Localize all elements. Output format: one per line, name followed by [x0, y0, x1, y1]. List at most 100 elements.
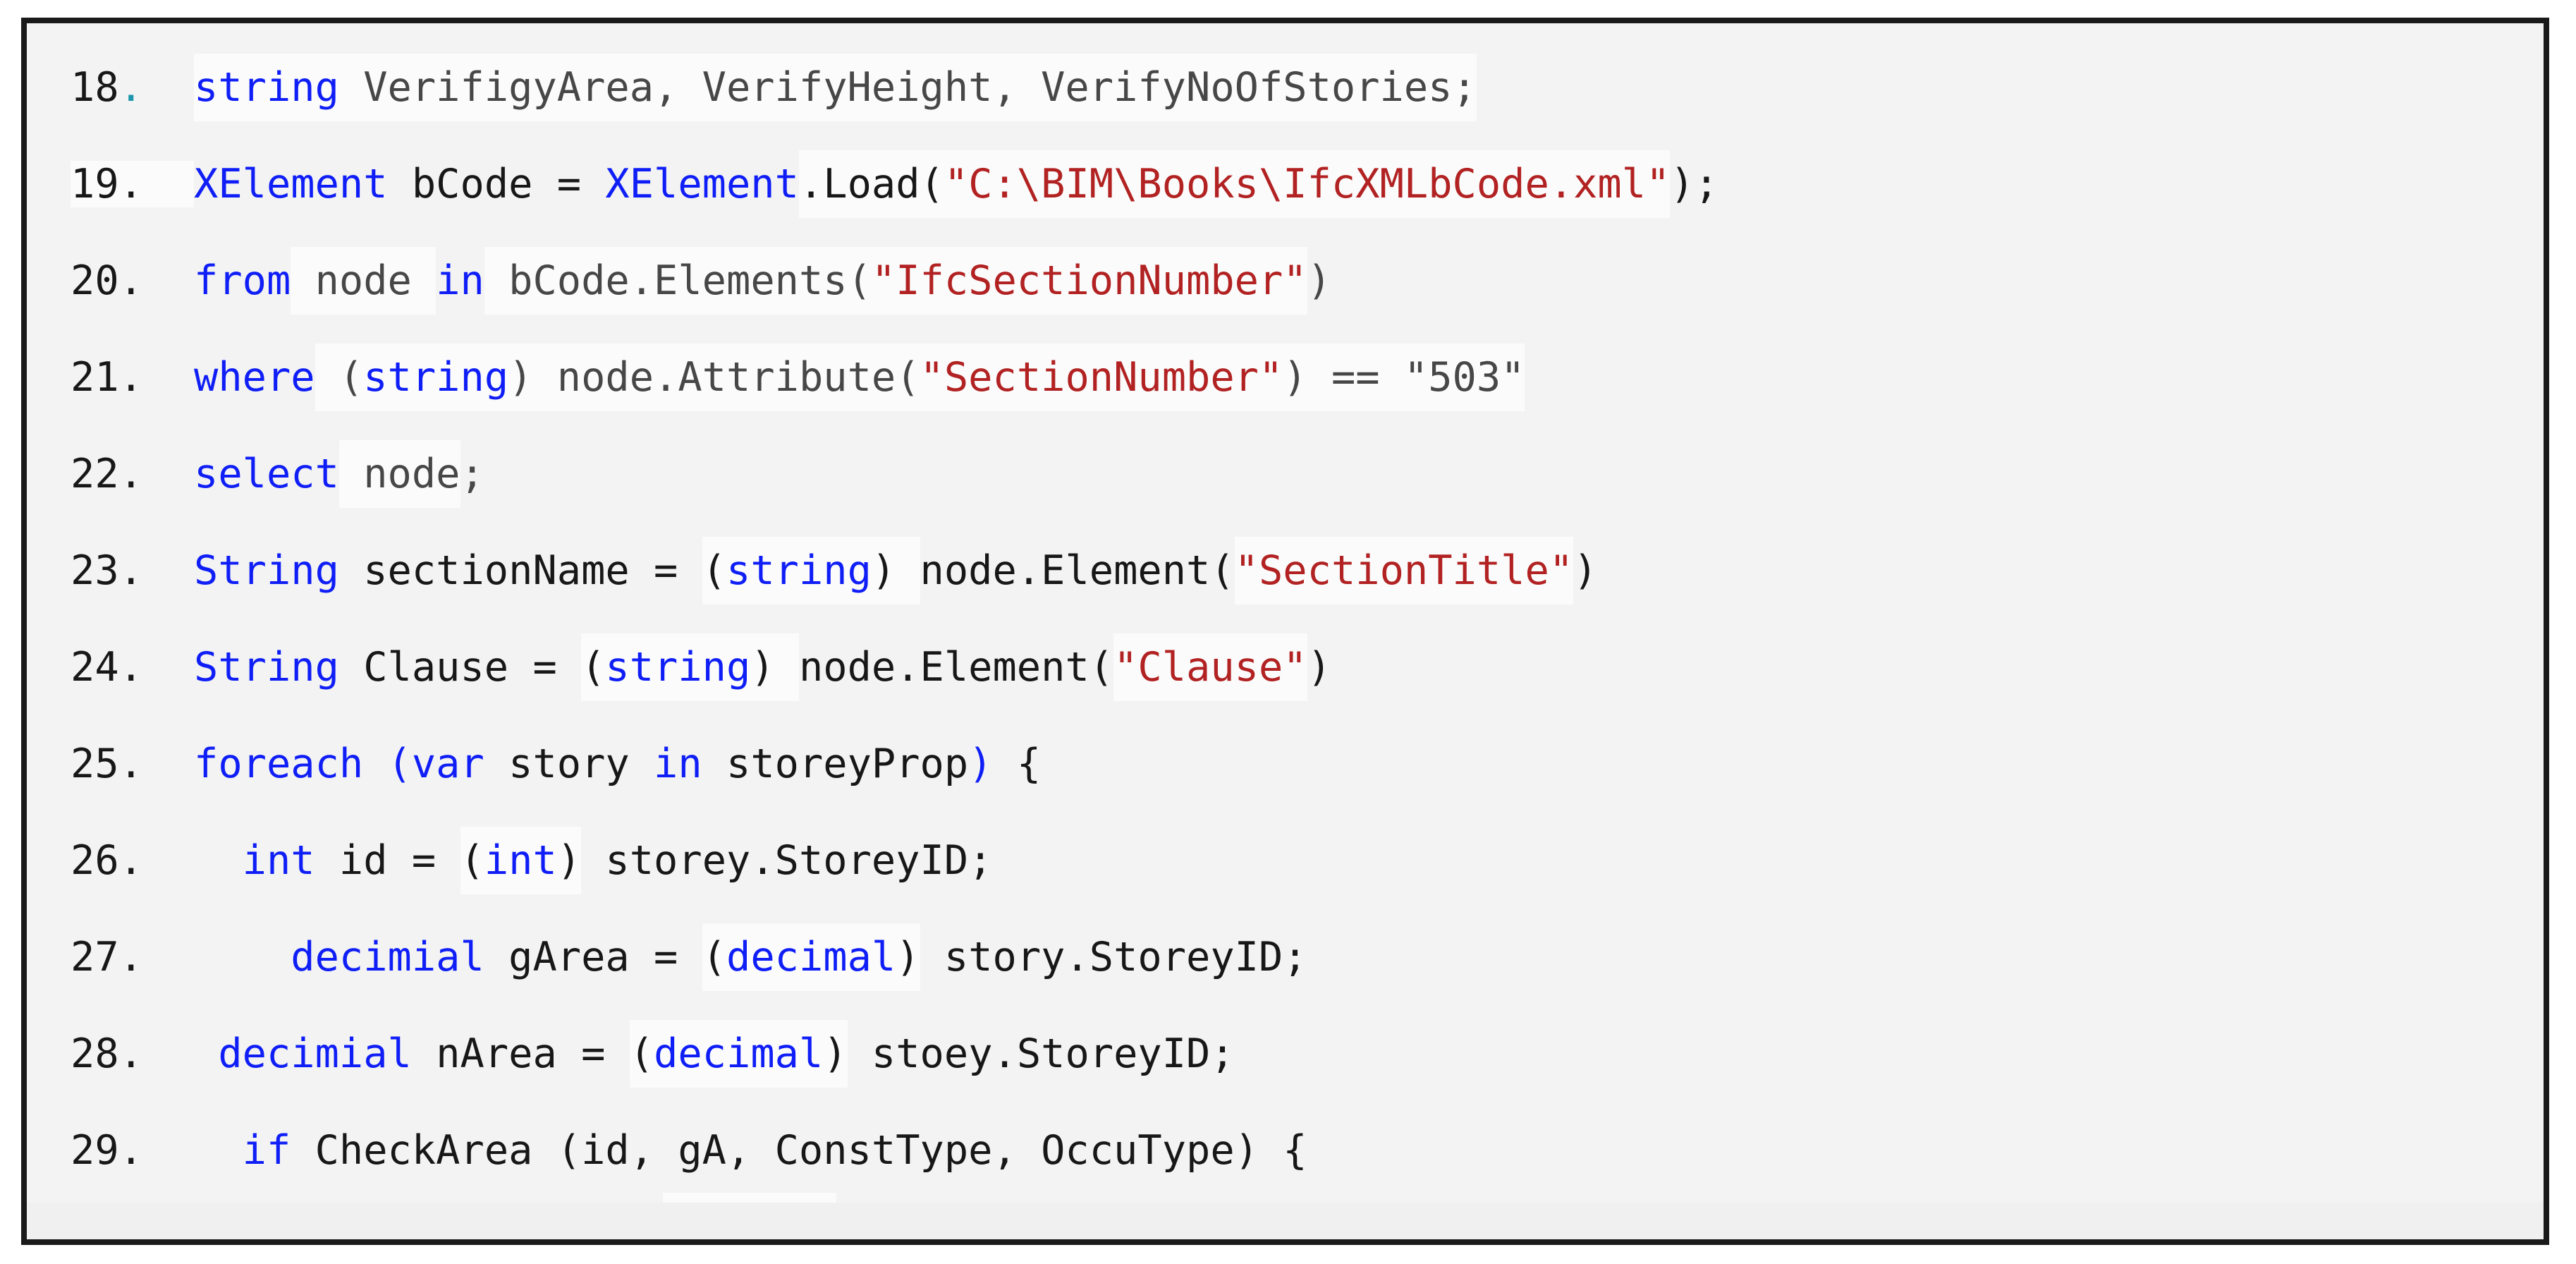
code-token: in	[654, 740, 702, 787]
code-token: (	[460, 826, 484, 894]
line-number-dot: .	[118, 257, 143, 304]
code-text: select node;	[194, 439, 484, 508]
code-token: (	[315, 343, 364, 411]
line-number-dot: .	[118, 63, 143, 111]
code-token: story.StoreyID;	[920, 933, 1307, 980]
code-token: string	[605, 633, 751, 701]
code-token: "SectionNumber"	[920, 343, 1283, 411]
code-token: nArea =	[411, 1030, 630, 1077]
line-number-dot: .	[118, 547, 143, 594]
code-line: 18. string VerifigyArea, VerifyHeight, Ve…	[27, 39, 2544, 135]
code-token: "Clause"	[1113, 633, 1307, 701]
code-token: node	[291, 246, 437, 315]
code-line: 25.foreach (var story in storeyProp) {	[27, 715, 2544, 812]
code-token: )	[823, 1019, 848, 1088]
code-token: )	[896, 923, 920, 991]
code-token: (	[702, 536, 726, 604]
code-token: node.Element(	[798, 643, 1114, 691]
line-number-dot: .	[118, 353, 143, 401]
code-token: in	[436, 257, 484, 304]
code-token: foreach	[194, 740, 364, 787]
code-token: bCode.Elements(	[484, 246, 872, 315]
code-line: 28. decimial nArea = (decimal) stoey.Sto…	[27, 1005, 2544, 1102]
line-number: 29.	[71, 1126, 143, 1174]
code-text: String Clause = (string) node.Element("C…	[194, 633, 1331, 701]
code-token: (	[702, 923, 727, 991]
line-number-dot: .	[118, 160, 143, 207]
code-token: (	[629, 1019, 654, 1088]
code-token: sectionName =	[338, 547, 702, 594]
code-line: 29. if CheckArea (id, gA, ConstType, Occ…	[27, 1102, 2544, 1198]
code-token: )	[508, 343, 557, 411]
code-token: storeyProp	[702, 740, 969, 787]
line-number-dot: .	[118, 740, 143, 787]
code-token: )	[750, 633, 799, 701]
code-token	[194, 827, 243, 894]
code-token: ) == "503"	[1283, 343, 1525, 411]
line-number: 27.	[71, 933, 143, 980]
line-number: 28.	[71, 1030, 143, 1077]
code-token: decimial	[291, 933, 484, 980]
code-text: decimial gArea = (decimal) story.StoreyI…	[194, 923, 1307, 991]
code-token: String	[194, 643, 339, 691]
code-token: from	[194, 257, 291, 304]
code-token: String	[194, 547, 339, 594]
code-text: from node in bCode.Elements("IfcSectionN…	[194, 246, 1331, 315]
code-token: "C:\BIM\Books\IfcXMLbCode.xml"	[944, 150, 1671, 218]
code-token: );	[1670, 160, 1719, 207]
code-token: XElement	[194, 160, 388, 207]
code-listing-panel: 18. string VerifigyArea, VerifyHeight, Ve…	[21, 18, 2549, 1245]
code-token	[194, 1117, 243, 1184]
code-token: decimal	[654, 1019, 824, 1088]
line-number-dot: .	[118, 933, 143, 980]
code-token: int	[484, 826, 557, 894]
code-token: id =	[315, 837, 460, 884]
code-token: story	[484, 740, 654, 787]
code-line: 24.String Clause = (string) node.Element…	[27, 619, 2544, 715]
code-token: )	[871, 536, 920, 604]
code-token: gArea =	[484, 933, 702, 980]
code-token: storey.StoreyID;	[581, 837, 993, 884]
code-token: node.Attribute(	[556, 343, 920, 411]
line-number-dot: .	[118, 1126, 143, 1174]
code-token: )	[968, 740, 993, 787]
code-line: 21.where (string) node.Attribute("Sectio…	[27, 329, 2544, 425]
line-number-dot: .	[118, 837, 143, 884]
code-text: foreach (var story in storeyProp) {	[194, 730, 1041, 798]
code-text: string VerifigyArea, VerifyHeight, Verif…	[194, 53, 1477, 121]
code-token: if	[242, 1126, 291, 1174]
code-line: 20.from node in bCode.Elements("IfcSecti…	[27, 232, 2544, 329]
code-text: decimial nArea = (decimal) stoey.StoreyI…	[194, 1019, 1235, 1088]
code-token	[363, 730, 387, 798]
code-token: node.Element(	[920, 547, 1235, 594]
code-token: ;	[460, 450, 484, 497]
code-token: )	[1307, 257, 1331, 304]
code-token: stoey.StoreyID;	[847, 1030, 1235, 1077]
code-token: (var	[387, 740, 484, 787]
code-token: .Load(	[798, 150, 944, 218]
code-text: XElement bCode = XElement.Load("C:\BIM\B…	[194, 150, 1719, 218]
code-token: XElement	[605, 160, 799, 207]
line-number-dot: .	[118, 643, 143, 691]
next-line-highlight-stub	[663, 1193, 836, 1203]
line-number: 23.	[71, 547, 143, 594]
code-text: if CheckArea (id, gA, ConstType, OccuTyp…	[194, 1117, 1307, 1184]
code-token: select	[194, 450, 339, 497]
code-token: "IfcSectionNumber"	[871, 246, 1307, 315]
code-line: 23. String sectionName = (string) node.El…	[27, 522, 2544, 619]
code-text: String sectionName = (string) node.Eleme…	[194, 536, 1598, 604]
code-token: )	[1573, 547, 1598, 594]
code-token: decimal	[726, 923, 896, 991]
line-number: 18.	[71, 63, 143, 111]
code-text: int id = (int) storey.StoreyID;	[194, 826, 993, 894]
code-token: int	[242, 837, 315, 884]
code-listing: 18. string VerifigyArea, VerifyHeight, Ve…	[27, 23, 2544, 1198]
line-number-dot: .	[118, 450, 143, 497]
code-token: "SectionTitle"	[1234, 536, 1574, 604]
code-token: bCode =	[387, 160, 606, 207]
code-line: 26. int id = (int) storey.StoreyID;	[27, 812, 2544, 909]
line-number: 26.	[71, 837, 143, 884]
code-line: 22.select node;	[27, 425, 2544, 522]
code-token: string	[363, 343, 509, 411]
code-token: where	[194, 353, 315, 401]
